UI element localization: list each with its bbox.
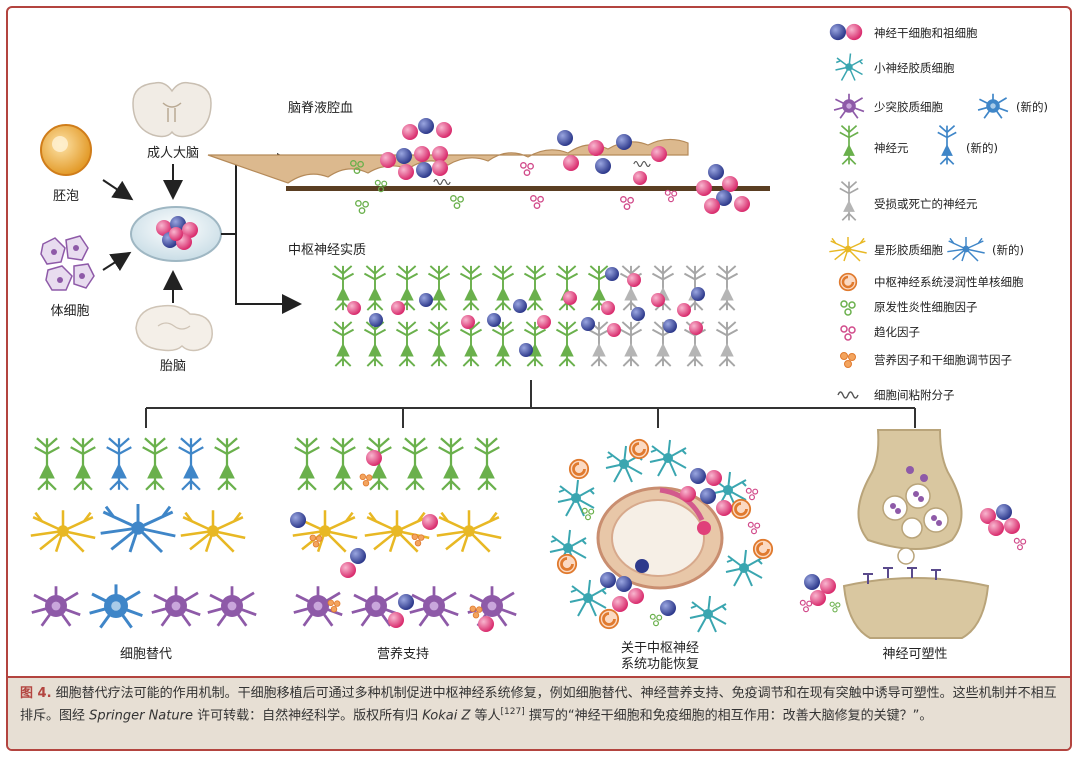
culture-dish: [130, 206, 222, 262]
adhesion-molecule-icon: [837, 391, 859, 399]
caption-text-3: 等人: [470, 708, 501, 724]
caption-text-2: 许可转载：自然神经科学。版权所有归: [192, 708, 423, 724]
new-neuron-icon: [936, 124, 958, 166]
legend-extra-astro: (新的): [992, 243, 1024, 257]
legend-item-mono: 中枢神经系统浸润性单核细胞: [838, 272, 1024, 292]
somatic-cells-label: 体细胞: [50, 304, 89, 319]
delivery-arrows: [221, 153, 302, 314]
mechanism-tree: [145, 380, 916, 428]
neuron-icon: [838, 124, 860, 166]
new-astrocyte-icon: [946, 236, 986, 262]
embryo-illustration: [40, 124, 92, 176]
legend-item-troph: 营养因子和干细胞调节因子: [840, 352, 1012, 368]
adult-brain-illustration: [132, 81, 212, 138]
oligodendrocyte-icon: [833, 92, 865, 120]
caption-reference: [127]: [500, 707, 525, 717]
legend-item-chemo: 趋化因子: [840, 325, 920, 341]
cns-stem-cells: [347, 267, 705, 357]
immunomodulation-illustration: [549, 438, 774, 633]
mechanism-label-immuno-1: 关于中枢神经: [621, 641, 699, 656]
damaged-neuron-icon: [838, 180, 860, 222]
neuroplasticity-illustration: [799, 429, 1027, 639]
legend-item-oligo: 少突胶质细胞 (新的): [833, 92, 1048, 120]
csf-stem-cells: [380, 118, 750, 214]
legend-label-microglia: 小神经胶质细胞: [874, 61, 955, 75]
somatic-cells-illustration: [40, 235, 95, 291]
legend-label-oligo: 少突胶质细胞: [874, 100, 943, 114]
cns-tissue: [326, 264, 750, 368]
legend-item-astro: 星形胶质细胞 (新的): [828, 236, 1024, 262]
caption-text-1: 细胞替代疗法可能的作用机制。干细胞移植后可通过多种机制促进中枢神经系统修复，例如…: [20, 686, 1057, 724]
fetal-brain-illustration: [135, 304, 213, 352]
mechanism-diagram: 胚泡 成人大脑 体细胞 胎脑 脑脊液腔血: [29, 23, 1048, 672]
legend-item-cyto: 原发性炎性细胞因子: [840, 300, 978, 316]
stem-cell-icon: [829, 23, 863, 41]
legend-item-dead: 受损或死亡的神经元: [838, 180, 978, 222]
mechanism-label-plasticity: 神经可塑性: [882, 647, 947, 662]
embryo-label: 胚泡: [53, 189, 79, 204]
legend-item-microglia: 小神经胶质细胞: [834, 52, 955, 82]
legend-label-neuron: 神经元: [874, 141, 909, 155]
legend-item-stem: 神经干细胞和祖细胞: [829, 23, 978, 41]
legend-extra-oligo: (新的): [1016, 100, 1048, 114]
legend-label-troph: 营养因子和干细胞调节因子: [874, 353, 1012, 367]
legend-extra-neuron: (新的): [966, 141, 998, 155]
csf-lining: [207, 138, 770, 191]
mechanism-label-immuno-2: 系统功能恢复: [621, 657, 699, 672]
trophic-factor-icon: [840, 352, 856, 368]
cytokine-icon: [840, 300, 856, 316]
legend-label-mono: 中枢神经系统浸润性单核细胞: [874, 275, 1024, 289]
legend-item-adhesion: 细胞间粘附分子: [837, 388, 955, 402]
legend-label-stem: 神经干细胞和祖细胞: [874, 26, 978, 40]
source-arrows: [102, 164, 183, 303]
legend-label-chemo: 趋化因子: [874, 325, 920, 339]
legend: 神经干细胞和祖细胞 小神经胶质细胞 少突胶质细胞 (新的) 神经元 (新的) 受…: [828, 23, 1048, 402]
legend-label-cyto: 原发性炎性细胞因子: [874, 300, 978, 314]
figure-frame: 胚泡 成人大脑 体细胞 胎脑 脑脊液腔血: [6, 6, 1072, 751]
caption-author: Kokai Z: [422, 708, 471, 724]
legend-label-dead: 受损或死亡的神经元: [874, 197, 978, 211]
legend-item-neuron: 神经元 (新的): [838, 124, 998, 166]
figure-caption: 图 4. 细胞替代疗法可能的作用机制。干细胞移植后可通过多种机制促进中枢神经系统…: [8, 676, 1070, 749]
figure-number: 图 4.: [20, 686, 52, 701]
mechanism-label-replacement: 细胞替代: [120, 647, 172, 662]
chemokine-icon: [840, 325, 856, 341]
monocyte-icon: [838, 272, 858, 292]
caption-publisher: Springer Nature: [89, 708, 193, 724]
cell-replacement-illustration: [29, 437, 258, 630]
new-oligodendrocyte-icon: [977, 92, 1009, 120]
csf-label: 脑脊液腔血: [288, 101, 353, 116]
mechanism-label-trophic: 营养支持: [377, 646, 429, 662]
fetal-brain-label: 胎脑: [160, 359, 186, 374]
microglia-icon: [834, 52, 864, 82]
legend-label-astro: 星形胶质细胞: [874, 243, 943, 257]
cns-label: 中枢神经实质: [288, 243, 366, 258]
caption-text-4: 撰写的“神经干细胞和免疫细胞的相互作用：改善大脑修复的关键？”。: [524, 708, 933, 724]
trophic-support-illustration: [290, 437, 518, 632]
adult-brain-label: 成人大脑: [147, 146, 199, 161]
astrocyte-icon: [828, 236, 868, 262]
legend-label-adhesion: 细胞间粘附分子: [874, 388, 955, 402]
